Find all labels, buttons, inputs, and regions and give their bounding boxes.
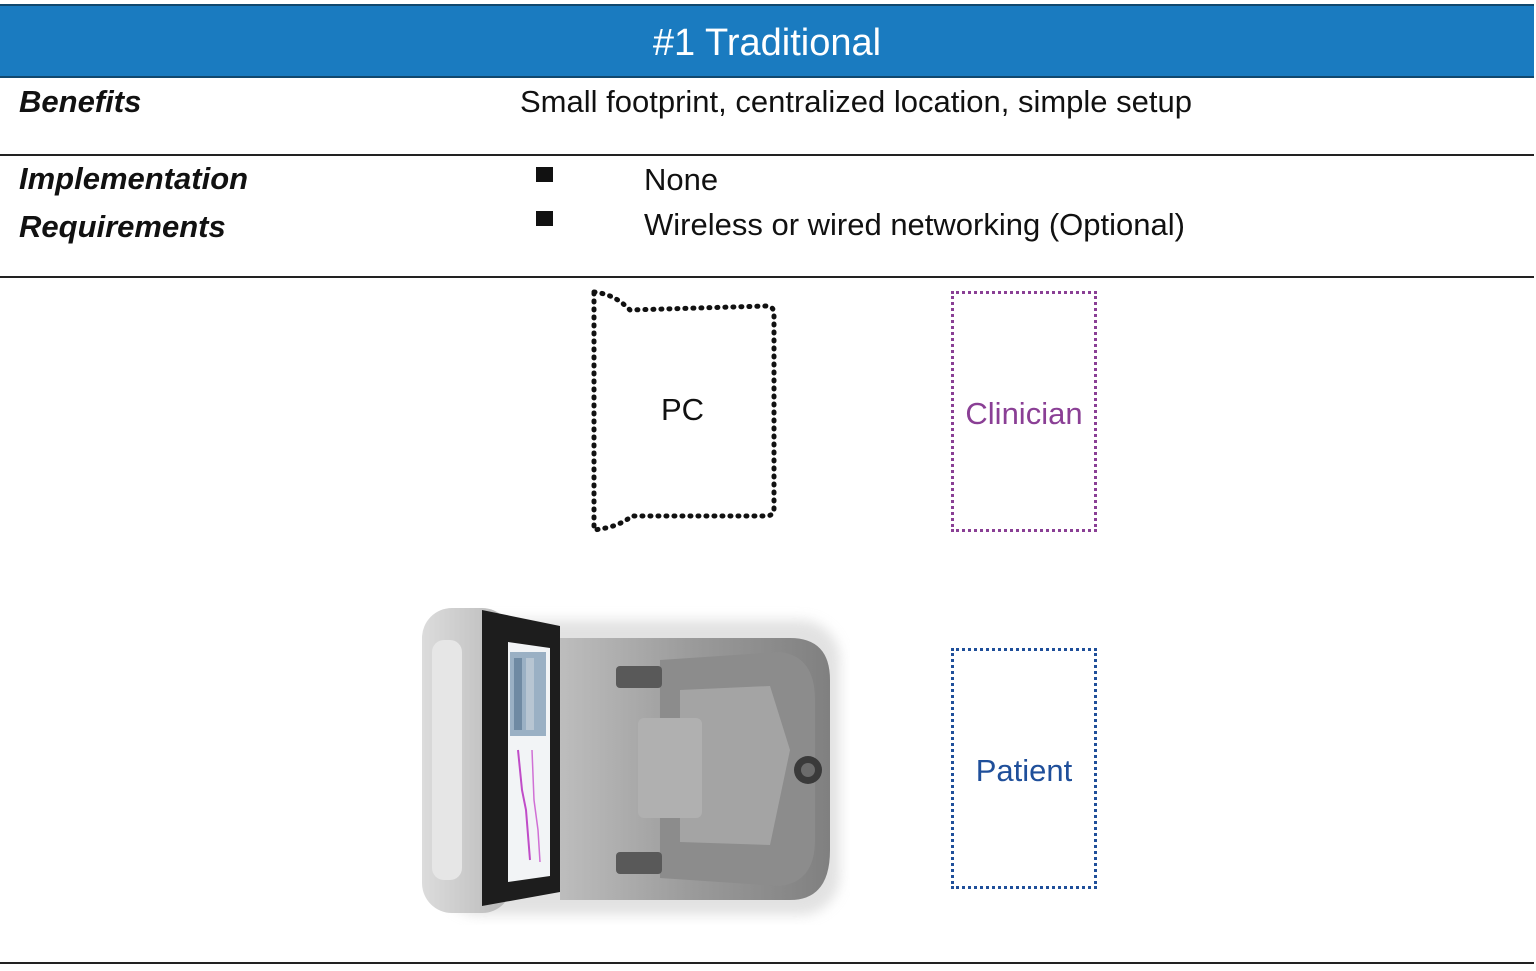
requirement-item: None — [644, 162, 719, 197]
page-title: #1 Traditional — [652, 22, 882, 64]
implementation-label: Implementation — [19, 161, 249, 196]
pc-label: PC — [660, 392, 705, 427]
divider — [0, 154, 1534, 156]
patient-label: Patient — [975, 753, 1073, 788]
requirements-label: Requirements — [19, 209, 226, 244]
clinician-label: Clinician — [965, 396, 1083, 431]
patient-area: Patient — [951, 648, 1097, 889]
benefits-label: Benefits — [19, 84, 142, 119]
clinician-area: Clinician — [951, 291, 1097, 532]
header-bar: #1 Traditional — [0, 4, 1534, 78]
requirement-item: Wireless or wired networking (Optional) — [644, 207, 1185, 242]
bullet-icon — [536, 211, 553, 226]
device-image — [422, 608, 840, 915]
divider — [0, 276, 1534, 278]
benefits-text: Small footprint, centralized location, s… — [520, 84, 1192, 119]
divider — [0, 962, 1534, 964]
pc-outline — [591, 289, 777, 533]
bullet-icon — [536, 167, 553, 182]
